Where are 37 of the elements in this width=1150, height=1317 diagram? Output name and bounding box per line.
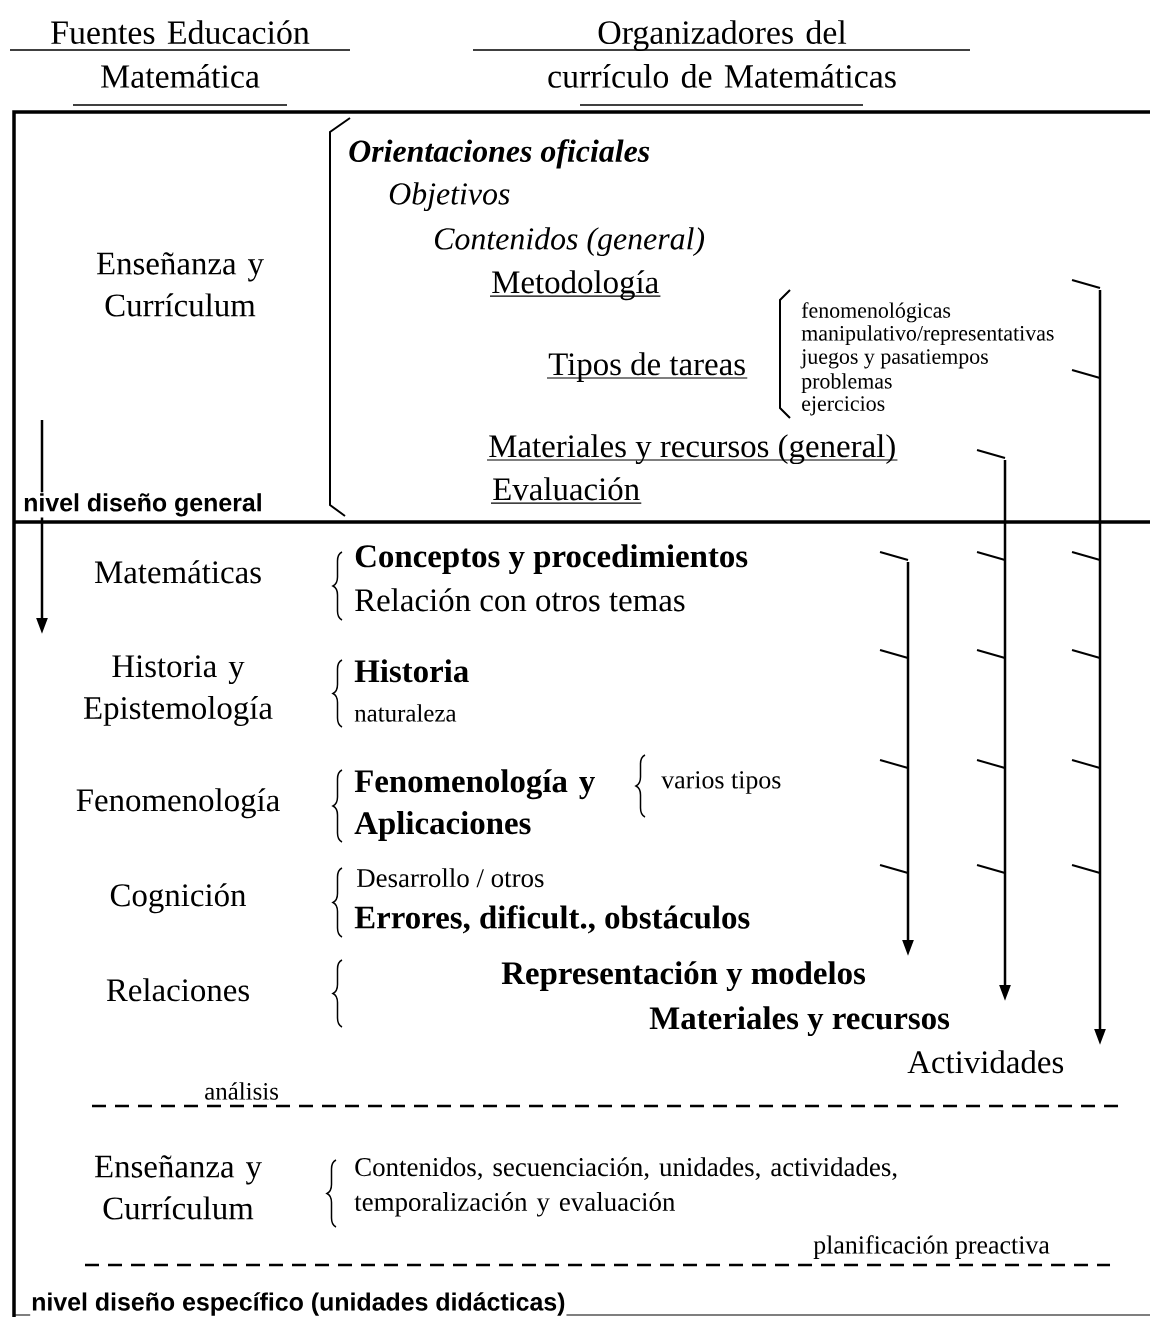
underlined-label: Tipos de tareas [546, 352, 748, 382]
target-label: Materiales y recursos [649, 1006, 950, 1037]
label: Contenidos (general) [435, 227, 705, 257]
level-label: nivel diseño general [22, 492, 264, 518]
source-label: Relaciones [106, 978, 249, 1002]
label: Contenidos, secuenciación, unidades, actividades, temporalización y evaluación [354, 1157, 897, 1217]
label: Errores, dificult., obstáculos [354, 905, 750, 934]
label: Orientaciones oficiales [349, 139, 650, 169]
source-label: Matemáticas [94, 560, 261, 584]
underlined-label: Materiales y recursos (general) [486, 434, 899, 465]
label: naturaleza [354, 704, 457, 722]
target-label: Representación y modelos [501, 961, 866, 992]
list-item: juegos y pasatiempos [800, 349, 988, 369]
label: Relación con otros temas [355, 588, 685, 612]
list-item: problemas [801, 373, 892, 394]
label: varios tipos [661, 771, 781, 794]
label: Conceptos y procedimientos [355, 544, 748, 575]
level-label: nivel diseño específico (unidades didácticas) [30, 1291, 567, 1317]
source-label: Cognición [110, 883, 246, 914]
underlined-label: Metodología [489, 270, 661, 301]
heading: Fuentes Educación Matemática [9, 20, 351, 106]
label: planificación preactiva [813, 1235, 1050, 1259]
source-label: Historia y Epistemología [84, 655, 273, 726]
underlined-label: Evaluación [490, 477, 642, 504]
list-item: manipulativo/representativas [801, 325, 1054, 346]
list-item: fenomenológicas [801, 302, 951, 323]
source-label: Fenomenología [76, 788, 280, 819]
label: Desarrollo / otros [357, 868, 544, 888]
target-label: Actividades [907, 1050, 1064, 1074]
label: análisis [205, 1082, 279, 1100]
list-item: ejercicios [802, 396, 885, 416]
label: Fenomenología y Aplicaciones [354, 769, 595, 841]
source-label: Enseñanza y Currículum [94, 1155, 262, 1220]
source-label: Enseñanza y Currículum [96, 252, 264, 317]
label: Objetivos [389, 182, 510, 212]
heading: Organizadores del currículo de Matemáticas [472, 20, 971, 106]
label: Historia [354, 659, 469, 683]
